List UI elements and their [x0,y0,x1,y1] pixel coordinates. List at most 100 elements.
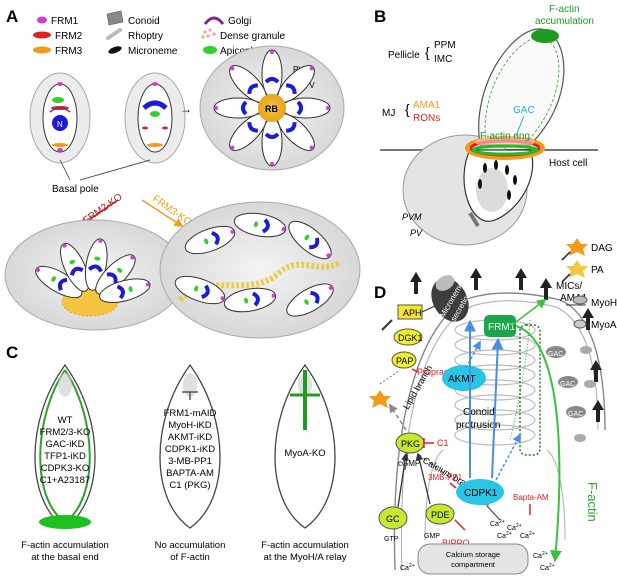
c-cap3-1: at the MyoH/A relay [264,552,347,563]
mics-label: MICs/ [556,281,582,292]
bapta-label: Bapta-AM [513,493,549,502]
mics-ama1-receptors [410,268,604,422]
frm2-oval-icon [33,31,51,39]
c-list1-3: TFP1-iKD [44,451,86,462]
c-cap1-1: at the basal end [31,552,99,563]
parasite-outline-d [393,292,606,571]
factin-ring [471,144,539,156]
calcium-storage-box [417,543,529,575]
cgmp-label: cGMP [398,459,420,468]
c-list2-2: AKMT-iKD [168,432,212,443]
dag-icon [566,238,588,256]
legend-label-microneme: Microneme [128,46,178,57]
cdpk1-label: CDPK1 [464,488,498,499]
micronemes-b [478,160,517,200]
rons-label: RONs [413,113,440,124]
pellicle-label: Pellicle [388,50,420,61]
myoa-icon [573,319,587,329]
dgk1-node [393,328,423,346]
gc-label: GC [386,514,400,524]
gac-nodes: GAC GAC GAC [546,346,586,418]
residual-body [258,94,286,122]
c-list1-2: GAC-iKD [45,439,84,450]
microneme-rod-icon [108,46,122,54]
parasite-dividing [124,72,186,164]
pv-label: PV [304,81,315,90]
gtp-label: GTP [384,536,399,543]
propranolol-label: Propranolol [417,367,463,377]
c-cap1-0: F-actin accumulation [21,540,109,551]
aph-label: APH [403,308,422,318]
panel-letter-c: C [6,343,18,362]
legend-label-dense-granule: Dense granule [220,31,285,42]
conoid-cylinder-icon [106,10,124,26]
c-list2-6: C1 (PKG) [169,480,210,491]
c-list2-0: FRM1-mAID [164,408,217,419]
panel-a-cells: N → → PVM PV [4,45,361,339]
akmt-label: AKMT [448,374,476,385]
factin-accum-label-1: F-actin [549,4,580,15]
legend-label-conoid: Conoid [128,16,160,27]
svg-text:Ca2+: Ca2+ [540,563,555,572]
frm2-ko-vacuole [4,219,186,331]
factin-filament [509,319,541,456]
pap-node [391,351,417,369]
pde-node [425,503,455,525]
c-list1-1: FRM2/3-KO [40,427,91,438]
pvm-label-b: PVM [402,212,422,222]
dag-label: DAG [591,243,613,254]
rhoptry-club-icon [106,28,122,40]
legend-label-frm1: FRM1 [51,16,79,27]
gc-node [378,506,408,530]
calcium-ions: Ca2+ Ca2+ Ca2+ Ca2+ Ca2+ Ca2+ Ca2+ [400,519,555,572]
pa-icon [566,260,588,278]
storage-label-1: Calcium storage [446,550,500,559]
c-list2-5: BAPTA-AM [166,468,214,479]
imc-label: IMC [434,54,452,65]
cdpk1-node [456,479,504,505]
rosette-vacuole: PVM PV RB [199,45,345,171]
conoid-label-2: protrusion [456,420,500,431]
pv-label-b: PV [410,228,423,238]
invading-parasite-apical [478,28,565,146]
gac-label-d-3: GAC [568,411,583,418]
panel-c-parasite-2 [159,363,221,529]
panel-letter-b: B [374,7,386,26]
frm1-label-d: FRM1 [488,322,516,333]
panel-c: WT FRM2/3-KO GAC-iKD TFP1-iKD CDPK3-KO C… [21,363,349,563]
c-list2-3: CDPK1-iKD [165,444,215,455]
c-cap2-1: of F-actin [170,552,210,563]
frm3-oval-icon [33,46,51,54]
pkg-label: PKG [401,439,420,449]
c1-label-d: C1 [437,438,449,448]
pap-label: PAP [396,356,413,366]
svg-text:Ca2+: Ca2+ [497,531,512,540]
storage-label-2: compartment [451,560,496,569]
panel-d: MICs/ AMA1 DAG PA MyoH MyoA Microneme se… [369,238,617,575]
legend-label-golgi: Golgi [228,16,251,27]
panel-b: Host cell PVM PV F-actin ring GAC F-acti… [380,4,598,246]
panel-c-parasite-3 [274,363,336,529]
pde-label: PDE [431,510,450,520]
myoh-icon [572,295,588,305]
rb-label: RB [265,104,278,114]
3mbpp1-label: 3MB-PP1 [428,473,463,482]
gac-label-b: GAC [513,105,535,116]
svg-text:Ca2+: Ca2+ [507,523,522,532]
ppm-label: PPM [434,40,456,51]
legend-label-rhoptry: Rhoptry [128,31,163,42]
factin-accumulation-cap [531,29,559,43]
c-cap2-0: No accumulation [155,540,226,551]
parasite-single: N [29,72,91,164]
factin-accum-label-2: accumulation [535,16,594,27]
panel-letter-a: A [6,7,18,26]
mj-label: MJ [382,108,395,119]
legend-label-frm3: FRM3 [55,46,83,57]
factin-label-d: F-actin [585,482,600,522]
akmt-node [442,365,486,391]
c-list2-1: MyoH-iKD [168,420,211,431]
c-list1-4: CDPK3-KO [41,463,90,474]
gac-label-d-2: GAC [560,381,575,388]
c-list1-5: C1+A23187 [40,475,90,486]
